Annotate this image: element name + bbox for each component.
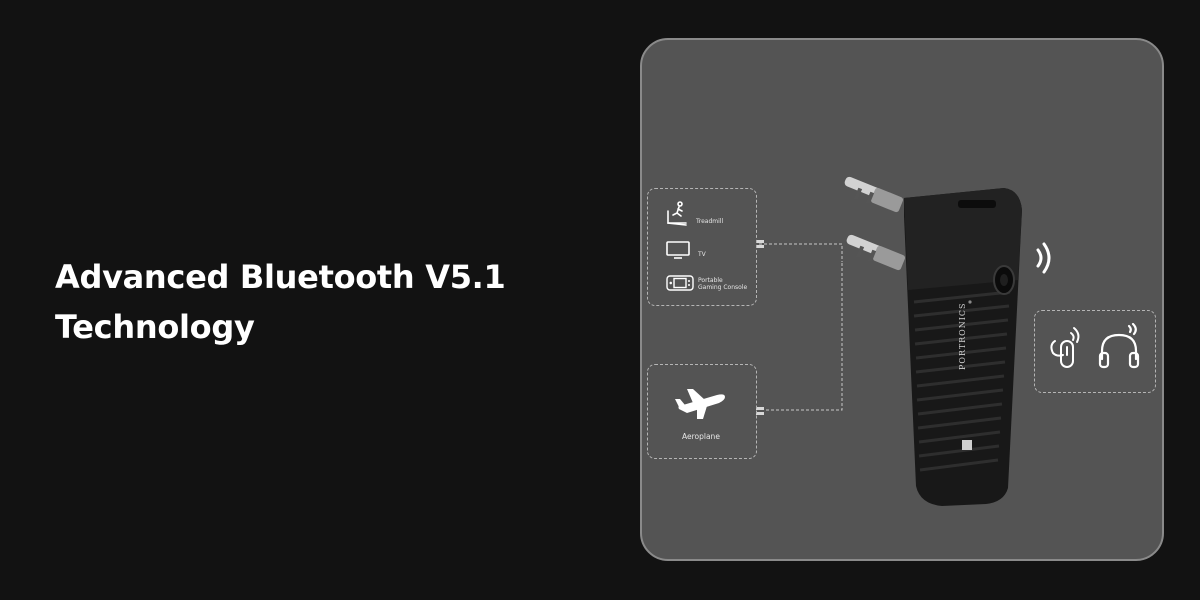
- gaming-console-icon: [666, 275, 694, 291]
- label-aeroplane: Aeroplane: [682, 432, 720, 441]
- bluetooth-adapter: [904, 188, 1022, 506]
- bluetooth-earpiece-icon: [1050, 327, 1080, 368]
- headline-line-2: Technology: [55, 308, 255, 346]
- jack-plug-upper: [844, 176, 903, 213]
- label-treadmill: Treadmill: [696, 218, 724, 225]
- headline: Advanced Bluetooth V5.1 Technology: [55, 252, 506, 352]
- headline-line-1: Advanced Bluetooth V5.1: [55, 258, 506, 296]
- device-box-lower: Aeroplane: [647, 364, 757, 459]
- connector-line-upper: [759, 243, 843, 262]
- tv-icon: [666, 241, 690, 259]
- product-panel: Treadmill TV Portable Gaming Console: [640, 38, 1164, 561]
- label-tv: TV: [698, 251, 706, 258]
- aeroplane-icon: [675, 389, 725, 419]
- adapter-illustration: [756, 176, 1051, 506]
- label-gaming-console: Portable Gaming Console: [698, 277, 748, 291]
- connector-line-lower: [766, 262, 843, 411]
- device-box-upper: Treadmill TV Portable Gaming Console: [647, 188, 757, 306]
- treadmill-icon: [667, 201, 687, 226]
- brand-logo-text: PORTRONICS: [958, 302, 967, 370]
- wireless-signal-icon: [1036, 242, 1051, 274]
- output-devices-box: [1034, 310, 1156, 393]
- jack-plug-lower: [846, 234, 905, 271]
- headphones-icon: [1098, 323, 1140, 369]
